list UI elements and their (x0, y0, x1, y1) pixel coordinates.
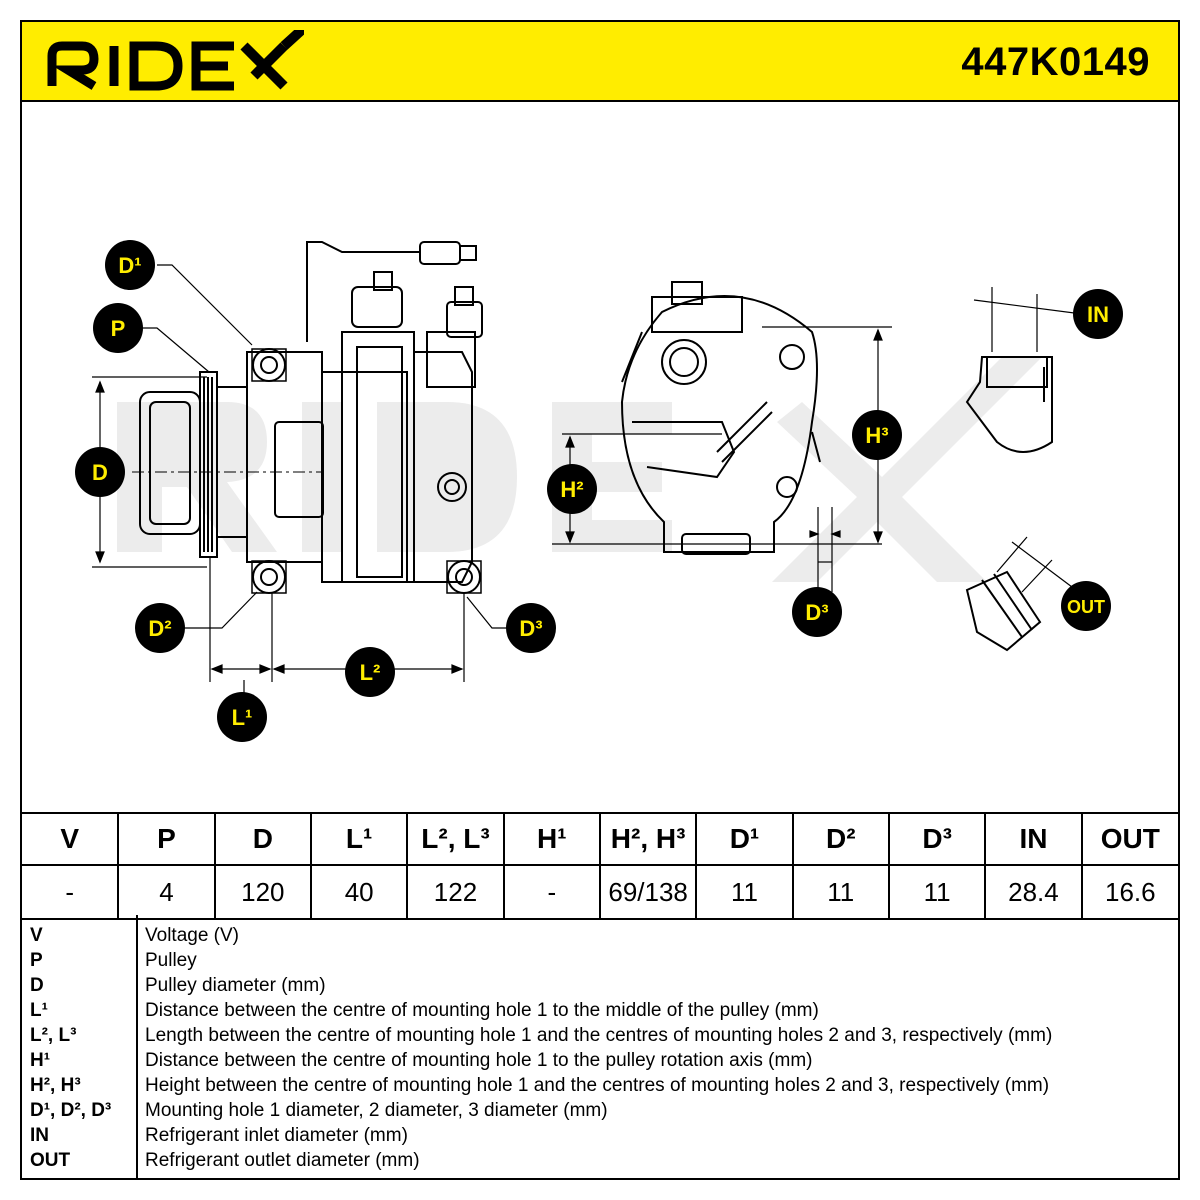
badge-H2-text: H² (560, 477, 583, 502)
legend-row: OUT Refrigerant outlet diameter (mm) (22, 1148, 1178, 1173)
technical-drawing: D¹ P D D² L¹ L² (22, 102, 1178, 812)
badge-D2: D² (135, 603, 185, 653)
badge-IN: IN (1073, 289, 1123, 339)
outlet-fitting (965, 570, 1042, 652)
value-cell: 16.6 (1080, 864, 1178, 920)
legend-desc: Pulley diameter (mm) (145, 975, 326, 996)
badge-OUT-text: OUT (1067, 597, 1105, 617)
drawing-canvas: D¹ P D D² L¹ L² (75, 240, 1123, 742)
legend: V Voltage (V) P Pulley D Pulley diameter… (22, 915, 1178, 1178)
compressor-side-view (132, 241, 483, 594)
header-cell: V (22, 812, 120, 866)
legend-row: L², L³ Length between the centre of moun… (22, 1023, 1178, 1048)
badge-D1-text: D¹ (118, 253, 141, 278)
legend-key: D (30, 975, 44, 996)
ridex-logo-graphic (47, 22, 310, 91)
spec-value-row: - 4 120 40 122 - 69/138 11 11 11 28.4 16… (22, 864, 1178, 920)
spec-header-row: V P D L¹ L², L³ H¹ H², H³ D¹ D² D³ IN OU… (22, 812, 1178, 866)
header-cell: H¹ (502, 812, 601, 866)
legend-row: P Pulley (22, 948, 1178, 973)
badge-D3-text: D³ (519, 616, 542, 641)
header-cell: OUT (1080, 812, 1178, 866)
legend-key: H², H³ (30, 1075, 81, 1096)
legend-row: IN Refrigerant inlet diameter (mm) (22, 1123, 1178, 1148)
legend-row: D Pulley diameter (mm) (22, 973, 1178, 998)
part-number: 447K0149 (961, 40, 1150, 84)
header-bar: 447K0149 (22, 22, 1178, 102)
value-cell: - (22, 864, 120, 920)
value-cell: 4 (117, 864, 216, 920)
value-cell: 69/138 (598, 864, 698, 920)
badge-P: P (93, 303, 143, 353)
legend-key: V (30, 925, 43, 946)
legend-row: D¹, D², D³ Mounting hole 1 diameter, 2 d… (22, 1098, 1178, 1123)
value-cell: 122 (406, 864, 505, 920)
header-cell: L², L³ (406, 812, 505, 866)
inlet-dimension (973, 287, 1083, 352)
badge-D1: D¹ (105, 240, 155, 290)
value-cell: 11 (791, 864, 890, 920)
badge-OUT: OUT (1061, 581, 1111, 631)
value-cell: 28.4 (984, 864, 1083, 920)
value-cell: 120 (213, 864, 312, 920)
badge-D3-middle-text: D³ (805, 600, 828, 625)
legend-desc: Length between the centre of mounting ho… (145, 1025, 1053, 1046)
legend-divider (136, 915, 138, 1178)
value-cell: 11 (695, 864, 794, 920)
header-cell: IN (984, 812, 1083, 866)
legend-desc: Distance between the centre of mounting … (145, 1000, 819, 1021)
legend-desc: Pulley (145, 950, 197, 971)
header-cell: D¹ (695, 812, 794, 866)
legend-key: L², L³ (30, 1025, 77, 1046)
header-cell: D² (791, 812, 890, 866)
legend-key: H¹ (30, 1050, 51, 1071)
badge-L2-text: L² (360, 660, 381, 685)
compressor-front-view (620, 281, 821, 555)
outlet-dimension (996, 536, 1073, 593)
ridex-logo (44, 22, 310, 99)
legend-desc: Refrigerant inlet diameter (mm) (145, 1125, 408, 1146)
legend-key: IN (30, 1125, 49, 1146)
badge-P-text: P (111, 316, 126, 341)
badge-D3-middle: D³ (792, 587, 842, 637)
legend-key: OUT (30, 1150, 71, 1171)
badge-H3-text: H³ (865, 423, 888, 448)
legend-desc: Distance between the centre of mounting … (145, 1050, 813, 1071)
badge-H2: H² (547, 464, 597, 514)
badge-L2: L² (345, 647, 395, 697)
badge-L1: L¹ (217, 692, 267, 742)
legend-row: H², H³ Height between the centre of moun… (22, 1073, 1178, 1098)
value-cell: - (502, 864, 601, 920)
legend-row: L¹ Distance between the centre of mounti… (22, 998, 1178, 1023)
badge-L1-text: L¹ (232, 705, 253, 730)
legend-desc: Refrigerant outlet diameter (mm) (145, 1150, 420, 1171)
legend-row: V Voltage (V) (22, 923, 1178, 948)
header-cell: L¹ (309, 812, 409, 866)
legend-key: P (30, 950, 43, 971)
badge-H3: H³ (852, 410, 902, 460)
inlet-fitting (965, 356, 1053, 453)
badge-D3: D³ (506, 603, 556, 653)
value-cell: 40 (309, 864, 409, 920)
value-cell: 11 (887, 864, 987, 920)
header-cell: D³ (887, 812, 987, 866)
spec-table: V P D L¹ L², L³ H¹ H², H³ D¹ D² D³ IN OU… (22, 812, 1178, 920)
badge-D-text: D (92, 460, 108, 485)
header-cell: D (213, 812, 312, 866)
badge-IN-text: IN (1087, 302, 1109, 327)
dimension-lines-left (92, 264, 507, 700)
badge-D: D (75, 447, 125, 497)
legend-desc: Height between the centre of mounting ho… (145, 1075, 1050, 1096)
badge-D2-text: D² (148, 616, 171, 641)
legend-desc: Voltage (V) (145, 925, 239, 946)
header-cell: H², H³ (598, 812, 698, 866)
header-cell: P (117, 812, 216, 866)
legend-row: H¹ Distance between the centre of mounti… (22, 1048, 1178, 1073)
legend-key: L¹ (30, 1000, 48, 1021)
spec-sheet: 447K0149 (20, 20, 1180, 1180)
legend-desc: Mounting hole 1 diameter, 2 diameter, 3 … (145, 1100, 608, 1121)
legend-key: D¹, D², D³ (30, 1100, 112, 1121)
